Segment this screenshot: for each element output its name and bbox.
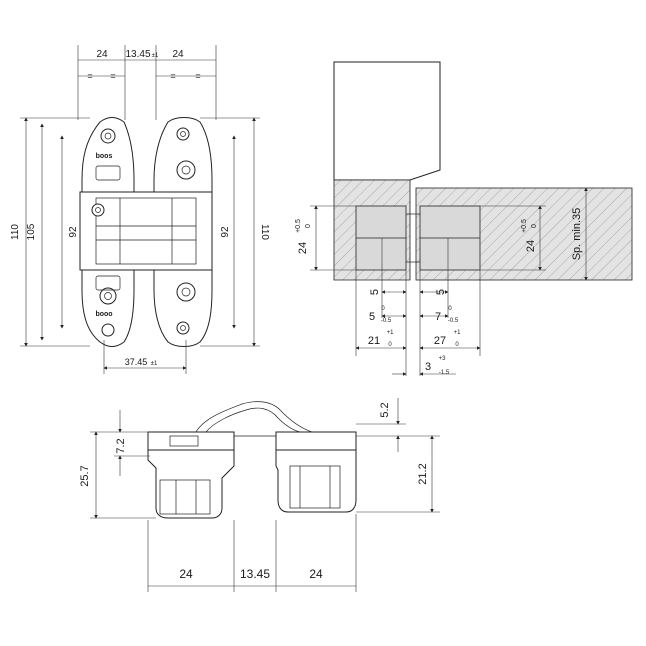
right-screw-cam-top <box>176 160 196 180</box>
height-92-left: 92 <box>68 226 79 238</box>
dim-5-left: 5 <box>369 289 381 295</box>
gap-label: 3 <box>425 361 431 373</box>
door-depth-tol-low: 0 <box>531 224 538 228</box>
right-screw-cam-bottom <box>176 282 196 302</box>
frame-depth-label: 24 <box>297 242 309 254</box>
side-width-gap: 13.45 <box>240 567 270 581</box>
door-thickness-label: Sp. min.35 <box>571 208 583 261</box>
offset-right-up: 0 <box>448 306 452 312</box>
side-arm-loop <box>195 401 313 433</box>
top-view: 24 13.45 ±1 24 = = = = 110 105 92 92 110 <box>10 45 270 374</box>
offset-right-low: -0.5 <box>448 318 459 324</box>
door-depth-tol-up: +0.5 <box>521 219 528 233</box>
bore-left-up: +1 <box>387 330 395 336</box>
top-width-right-label: 24 <box>172 49 184 60</box>
top-gap-tol: ±1 <box>152 53 159 59</box>
eq-mark-2: = <box>110 71 115 81</box>
gap-up: +3 <box>439 356 447 362</box>
side-view: 25.7 7.2 5.2 21.2 24 13.45 24 <box>79 398 440 592</box>
side-height-upper: 7.2 <box>115 438 127 453</box>
frame-depth-tol-up: +0.5 <box>295 219 302 233</box>
eq-mark-4: = <box>195 71 200 81</box>
central-arm <box>79 191 213 271</box>
brand-bottom: booo <box>95 311 112 318</box>
side-height-top: 5.2 <box>379 402 391 417</box>
offset-left-label: 5 <box>369 311 375 323</box>
height-110-right: 110 <box>259 224 270 240</box>
side-height-right: 21.2 <box>417 463 429 484</box>
side-right-block <box>275 431 357 451</box>
bottom-width-label: 37.45 <box>125 357 148 367</box>
side-width-right: 24 <box>309 567 323 581</box>
top-width-left-label: 24 <box>96 49 108 60</box>
offset-left-up: 0 <box>381 306 385 312</box>
bore-right-low: 0 <box>455 342 459 348</box>
bottom-width-tol: ±1 <box>151 361 158 367</box>
height-110-left: 110 <box>10 224 21 240</box>
bore-right-label: 27 <box>434 335 446 347</box>
top-gap-label: 13.45 <box>125 49 150 60</box>
offset-left-low: -0.5 <box>381 318 392 324</box>
brand-top: boos <box>96 153 113 160</box>
frame-depth-tol-low: 0 <box>305 224 312 228</box>
side-height-total: 25.7 <box>79 465 91 486</box>
left-screw-end <box>101 323 115 337</box>
side-width-left: 24 <box>179 567 193 581</box>
dim-5-right: 5 <box>435 289 447 295</box>
left-screw-top <box>100 128 116 144</box>
offset-right-label: 7 <box>435 311 441 323</box>
bore-left-label: 21 <box>368 335 380 347</box>
eq-mark-1: = <box>87 71 92 81</box>
right-screw-bottom <box>176 321 190 335</box>
bore-right-up: +1 <box>454 330 462 336</box>
door-depth-label: 24 <box>525 240 537 252</box>
height-105-left: 105 <box>26 223 37 240</box>
bore-left-low: 0 <box>388 342 392 348</box>
left-screw-bottom <box>99 287 117 305</box>
eq-mark-3: = <box>170 71 175 81</box>
height-92-right: 92 <box>220 226 231 238</box>
section-view: 24 +0.5 0 24 +0.5 0 Sp. min.35 5 5 5 0 -… <box>295 61 633 376</box>
side-left-block <box>147 431 235 451</box>
right-screw-top <box>176 127 190 141</box>
gap-low: -1.5 <box>439 370 450 376</box>
left-screw-mid <box>91 203 105 217</box>
